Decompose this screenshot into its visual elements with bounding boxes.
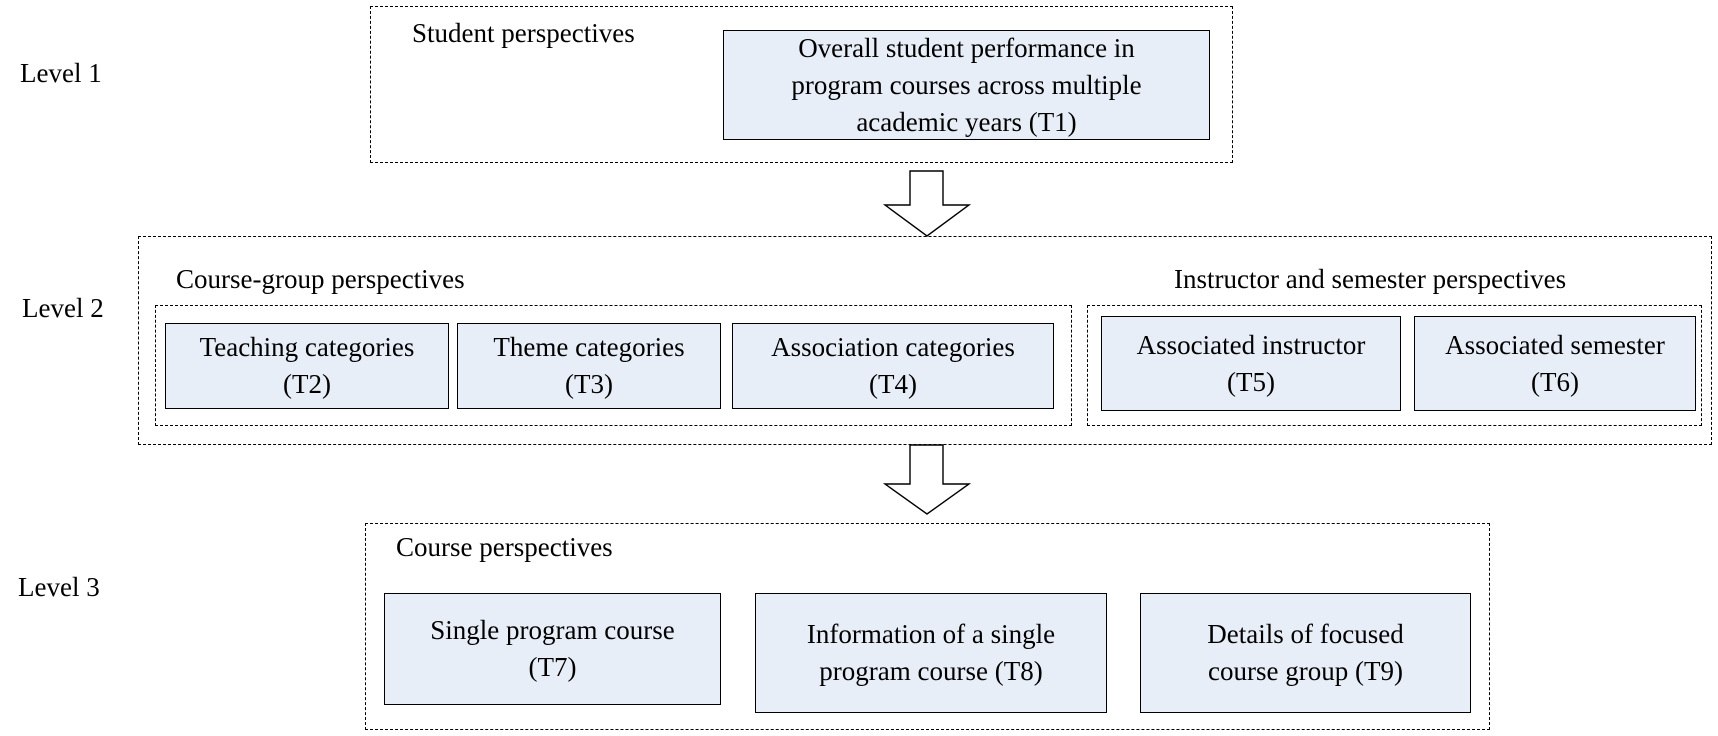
task-t5-box: Associated instructor (T5): [1101, 316, 1401, 411]
task-t9-box: Details of focused course group (T9): [1140, 593, 1471, 713]
task-t9-label: Details of focused course group (T9): [1207, 619, 1404, 686]
task-t6-box: Associated semester (T6): [1414, 316, 1696, 411]
instructor-semester-perspectives-title: Instructor and semester perspectives: [1174, 264, 1567, 294]
task-t7-label: Single program course (T7): [430, 615, 675, 682]
task-t3-box: Theme categories (T3): [457, 323, 721, 409]
task-t1-label: Overall student performance in program c…: [791, 32, 1142, 137]
student-perspectives-title: Student perspectives: [412, 18, 635, 48]
task-t5-label: Associated instructor (T5): [1136, 329, 1366, 397]
level-1-label: Level 1: [20, 58, 102, 88]
task-t8-box: Information of a single program course (…: [755, 593, 1107, 713]
task-t6-label: Associated semester (T6): [1445, 329, 1665, 397]
level-2-label: Level 2: [22, 293, 104, 323]
down-arrow-1: [882, 170, 972, 237]
task-t2-label: Teaching categories (T2): [199, 332, 415, 399]
task-t4-box: Association categories (T4): [732, 323, 1054, 409]
down-arrow-2: [882, 444, 972, 515]
course-group-container: [155, 305, 1072, 426]
course-group-perspectives-title: Course-group perspectives: [176, 264, 465, 294]
task-t1-box: Overall student performance in program c…: [723, 30, 1210, 140]
task-t2-box: Teaching categories (T2): [165, 323, 449, 409]
level-1-container: [370, 6, 1233, 163]
level-3-label: Level 3: [18, 572, 100, 602]
task-t4-label: Association categories (T4): [771, 332, 1015, 399]
task-t3-label: Theme categories (T3): [493, 332, 685, 399]
course-perspectives-title: Course perspectives: [396, 532, 613, 562]
instructor-semester-container: [1087, 305, 1702, 426]
task-t7-box: Single program course (T7): [384, 593, 721, 705]
task-t8-label: Information of a single program course (…: [806, 619, 1056, 686]
level-3-container: [365, 523, 1490, 730]
